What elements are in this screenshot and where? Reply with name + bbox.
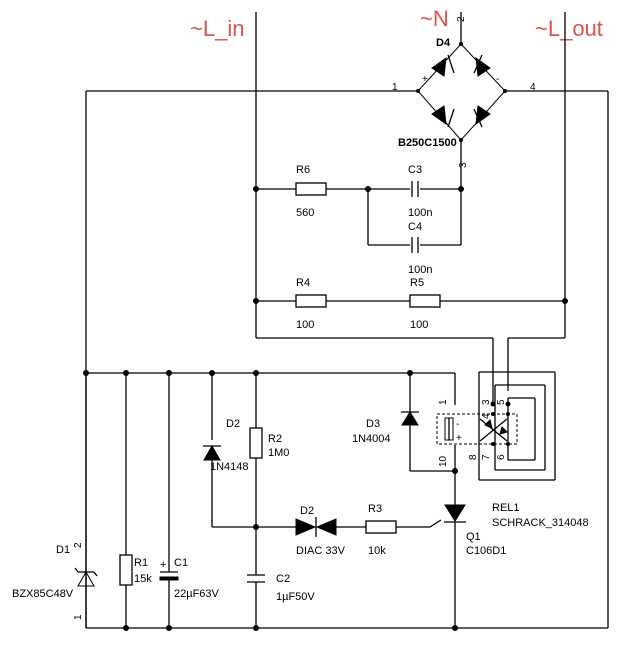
junction-dots <box>83 186 568 631</box>
d4-pin-4: 4 <box>530 82 536 93</box>
d4-ref: D4 <box>436 37 451 49</box>
r4-value: 100 <box>296 319 314 331</box>
r1-value: 15k <box>134 573 152 585</box>
capacitor-c2 <box>247 574 265 583</box>
c4-value: 100n <box>408 264 432 276</box>
r2-value: 1M0 <box>268 447 289 459</box>
rel1-pin-5: 5 <box>496 399 507 405</box>
r5-ref: R5 <box>410 277 424 289</box>
d1-value: BZX85C48V <box>12 588 74 600</box>
resistor-r5 <box>409 294 441 308</box>
zener-diode-d1 <box>74 567 98 587</box>
rel1-value: SCHRACK_314048 <box>492 517 589 529</box>
rel1-pin-3: 3 <box>481 399 492 405</box>
r6-ref: R6 <box>296 164 310 176</box>
resistor-r6 <box>295 182 327 196</box>
d1-ref: D1 <box>56 544 70 556</box>
c1-plus-sign: + <box>160 559 166 571</box>
d2a-value: 1N4148 <box>210 461 249 473</box>
r2-ref: R2 <box>268 433 282 445</box>
q1-value: C106D1 <box>466 545 506 557</box>
diac-d2 <box>295 517 337 537</box>
wires <box>85 12 609 629</box>
resistor-r4 <box>295 294 327 308</box>
d4-minus-sign: - <box>496 74 499 85</box>
d3-ref: D3 <box>366 418 380 430</box>
resistor-r2 <box>249 427 263 459</box>
capacitor-c3 <box>411 181 419 197</box>
rel1-pin-7: 7 <box>481 454 492 460</box>
d4-pin-1: 1 <box>392 82 398 93</box>
d4-plus-sign: + <box>422 74 428 85</box>
rel1-minus: - <box>456 419 459 430</box>
c1-value: 22µF63V <box>174 588 220 600</box>
d3-value: 1N4004 <box>352 433 391 445</box>
thyristor-q1 <box>444 504 466 523</box>
diac-ref: D2 <box>300 505 314 517</box>
c1-ref: C1 <box>174 557 188 569</box>
d1-pin-1: 1 <box>73 614 84 620</box>
resistor-r3 <box>365 520 397 534</box>
rel1-pin-10: 10 <box>438 455 449 467</box>
rel1-pin-8: 8 <box>468 454 479 460</box>
net-label-l-in: ~L_in <box>190 16 244 41</box>
d1-pin-2: 2 <box>73 542 84 548</box>
r3-ref: R3 <box>368 503 382 515</box>
rel1-ref: REL1 <box>492 502 520 514</box>
diode-d2-1n4148 <box>203 444 221 461</box>
rel1-pin-6: 6 <box>496 454 507 460</box>
d2a-ref: D2 <box>226 418 240 430</box>
net-label-l-out: ~L_out <box>535 16 603 41</box>
rel1-pin-4: 4 <box>481 413 492 419</box>
resistor-r1 <box>119 554 133 586</box>
bridge-rectifier-d4 <box>416 42 507 142</box>
r1-ref: R1 <box>134 557 148 569</box>
r5-value: 100 <box>410 319 428 331</box>
rel1-pin-1: 1 <box>438 399 449 405</box>
d4-pin-3: 3 <box>458 162 469 168</box>
relay-rel1 <box>436 412 518 446</box>
capacitor-c1 <box>159 571 179 581</box>
rel1-plus: + <box>456 433 462 444</box>
c3-value: 100n <box>408 207 432 219</box>
c2-ref: C2 <box>276 573 290 585</box>
c4-ref: C4 <box>408 221 422 233</box>
r3-value: 10k <box>368 545 386 557</box>
diac-value: DIAC 33V <box>296 545 346 557</box>
c2-value: 1µF50V <box>276 591 315 603</box>
capacitor-c4 <box>411 237 419 253</box>
q1-ref: Q1 <box>466 531 481 543</box>
d4-pin-2: 2 <box>456 16 467 22</box>
d4-value: B250C1500 <box>398 137 457 149</box>
r4-ref: R4 <box>296 277 310 289</box>
diode-d3 <box>401 411 419 426</box>
r6-value: 560 <box>296 207 314 219</box>
c3-ref: C3 <box>408 164 422 176</box>
net-label-n: ~N <box>420 6 449 31</box>
